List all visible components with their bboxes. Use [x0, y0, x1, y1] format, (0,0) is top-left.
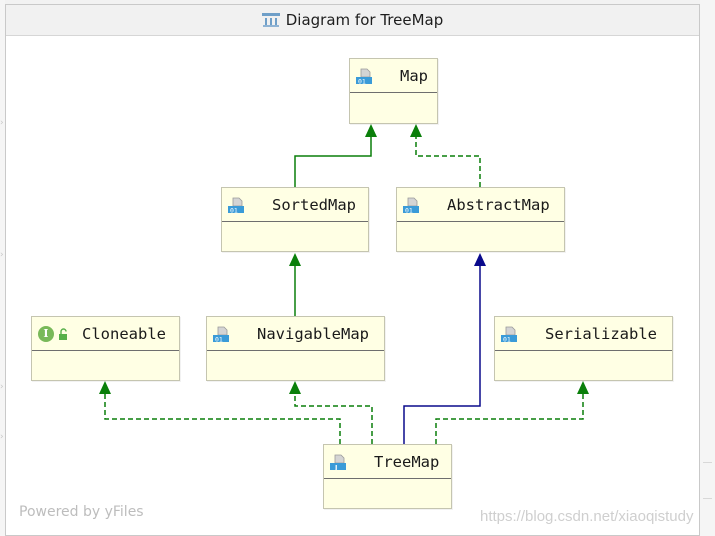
node-header: J TreeMap — [324, 445, 451, 479]
node-cloneable-name: Cloneable — [82, 325, 166, 343]
node-header: 01 AbstractMap — [397, 188, 564, 222]
diagram-icon — [261, 13, 280, 27]
svg-text:01: 01 — [503, 335, 511, 342]
node-cloneable[interactable]: I Cloneable — [31, 316, 180, 381]
edge-treemap-abstractmap[interactable] — [403, 265, 481, 444]
node-navigablemap-name: NavigableMap — [257, 325, 369, 343]
node-sortedmap-name: SortedMap — [272, 196, 356, 214]
gutter-mark: › — [0, 250, 4, 260]
right-gutter — [700, 0, 715, 536]
arrowhead-sortedmap-map — [365, 124, 377, 137]
gutter-mark — [703, 462, 712, 463]
interface-class-icon: 01 — [501, 326, 517, 342]
powered-by-label: Powered by yFiles — [19, 504, 144, 520]
svg-text:01: 01 — [230, 206, 238, 213]
node-sortedmap[interactable]: 01 SortedMap — [221, 187, 369, 252]
node-navigablemap[interactable]: 01 NavigableMap — [206, 316, 385, 381]
svg-text:01: 01 — [405, 206, 413, 213]
unlock-icon — [59, 328, 67, 340]
java-class-icon: J — [330, 454, 346, 470]
arrowhead-treemap-abstractmap — [474, 253, 486, 266]
interface-class-icon: 01 — [228, 197, 244, 213]
interface-class-icon: 01 — [403, 197, 419, 213]
watermark: https://blog.csdn.net/xiaoqistudy — [480, 508, 694, 525]
window-titlebar[interactable]: Diagram for TreeMap — [6, 5, 699, 36]
node-map[interactable]: 01 Map — [349, 58, 438, 124]
arrowhead-abstractmap-map — [410, 124, 422, 137]
arrowhead-navigablemap-sortedmap — [289, 253, 301, 266]
arrowhead-treemap-serializable — [577, 381, 589, 394]
node-abstractmap[interactable]: 01 AbstractMap — [396, 187, 565, 252]
left-gutter: › › › › — [0, 0, 5, 536]
edge-sortedmap-map[interactable] — [294, 136, 372, 187]
gutter-mark: › — [0, 432, 4, 442]
svg-text:01: 01 — [215, 335, 223, 342]
gutter-mark — [703, 498, 712, 499]
node-serializable-name: Serializable — [545, 325, 657, 343]
diagram-window: Diagram for TreeMap — [5, 4, 700, 536]
node-map-name: Map — [400, 67, 428, 85]
gutter-mark: › — [0, 118, 4, 128]
node-abstractmap-name: AbstractMap — [447, 196, 550, 214]
edge-treemap-cloneable[interactable] — [104, 394, 341, 444]
svg-text:01: 01 — [358, 77, 366, 84]
node-header: 01 SortedMap — [222, 188, 368, 222]
node-treemap-name: TreeMap — [374, 453, 440, 471]
node-header: 01 Serializable — [495, 317, 672, 351]
arrowhead-treemap-navigablemap — [289, 381, 301, 394]
node-serializable[interactable]: 01 Serializable — [494, 316, 673, 381]
node-treemap[interactable]: J TreeMap — [323, 444, 452, 509]
node-header: 01 NavigableMap — [207, 317, 384, 351]
edge-treemap-navigablemap[interactable] — [294, 394, 373, 444]
window-title: Diagram for TreeMap — [285, 11, 444, 29]
node-header: 01 Map — [350, 59, 437, 93]
edge-abstractmap-map[interactable] — [415, 136, 481, 187]
interface-class-icon: 01 — [213, 326, 229, 342]
arrowhead-treemap-cloneable — [99, 381, 111, 394]
svg-text:J: J — [334, 463, 337, 470]
interface-badge-icon: I — [38, 326, 54, 342]
interface-class-icon: 01 — [356, 68, 372, 84]
node-header: I Cloneable — [32, 317, 179, 351]
edge-treemap-serializable[interactable] — [435, 394, 584, 444]
gutter-mark: › — [0, 382, 4, 392]
